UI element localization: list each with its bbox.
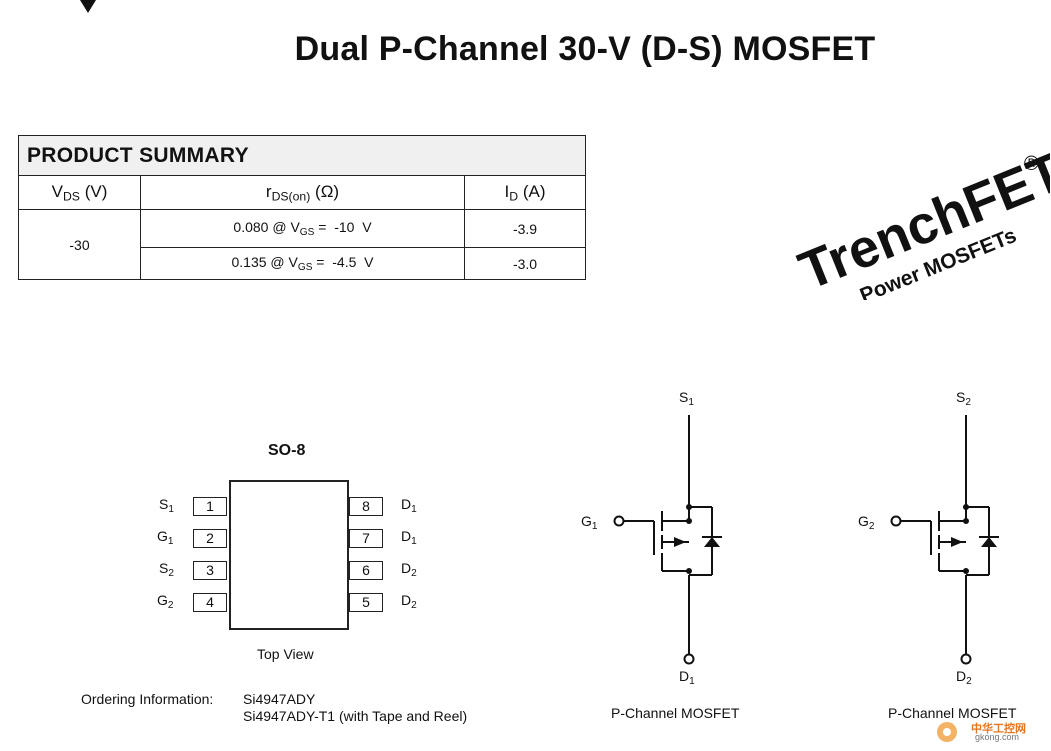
rds-value: 0.080 @ VGS = -10 V [140, 209, 465, 248]
corner-marker [80, 0, 96, 13]
mosfet-schematic [613, 415, 722, 665]
pin-5: 5 [349, 593, 383, 612]
gate-label: G2 [858, 513, 875, 533]
top-view-label: Top View [257, 646, 314, 662]
drain-label: D1 [679, 668, 695, 688]
pin-label-d1: D1 [401, 496, 417, 516]
so8-package-diagram: SO-8 1 2 3 4 8 7 6 5 S1 G1 S2 G2 D1 D1 D… [145, 440, 445, 670]
id-value: -3.0 [464, 247, 586, 280]
mosfet-symbol-1: S1 G1 D1 [578, 385, 758, 721]
watermark-logo: 中华工控网 gkong.com [925, 718, 1051, 746]
pin-7: 7 [349, 529, 383, 548]
pin-1: 1 [193, 497, 227, 516]
pin-6: 6 [349, 561, 383, 580]
trenchfet-logo: TrenchFET Power MOSFETs ® [791, 150, 1050, 300]
rds-value: 0.135 @ VGS = -4.5 V [140, 247, 465, 280]
id-value: -3.9 [464, 209, 586, 248]
source-label: S1 [679, 389, 694, 409]
pin-label-g2: G2 [157, 592, 174, 612]
gear-icon [937, 722, 957, 742]
pin-label-s2: S2 [159, 560, 174, 580]
drain-label: D2 [956, 668, 972, 688]
registered-mark: ® [1024, 153, 1039, 175]
mosfet-caption: P-Channel MOSFET [888, 705, 1017, 721]
source-label: S2 [956, 389, 971, 409]
pin-label-s1: S1 [159, 496, 174, 516]
watermark-url: gkong.com [975, 732, 1020, 742]
pin-4: 4 [193, 593, 227, 612]
pin-label-g1: G1 [157, 528, 174, 548]
header-rds: rDS(on) (Ω) [140, 175, 465, 210]
ordering-part-1: Si4947ADY [243, 691, 316, 707]
gate-label: G1 [581, 513, 598, 533]
vds-value: -30 [18, 209, 141, 280]
pin-8: 8 [349, 497, 383, 516]
watermark-text: 中华工控网 [971, 723, 1026, 735]
ordering-part-2: Si4947ADY-T1 (with Tape and Reel) [243, 708, 468, 724]
pin-2: 2 [193, 529, 227, 548]
page-title: Dual P-Channel 30-V (D-S) MOSFET [294, 30, 876, 68]
product-summary-table: PRODUCT SUMMARY VDS (V) rDS(on) (Ω) ID (… [18, 135, 586, 280]
ordering-parts: Si4947ADY Si4947ADY-T1 (with Tape and Re… [243, 691, 467, 725]
table-row: 0.135 @ VGS = -4.5 V -3.0 [19, 247, 586, 280]
table-row: -30 0.080 @ VGS = -10 V -3.9 [18, 209, 586, 280]
header-id: ID (A) [464, 175, 586, 210]
pin-label-d2: D2 [401, 592, 417, 612]
pin-label-d2: D2 [401, 560, 417, 580]
mosfet-schematic [890, 415, 999, 665]
pin-label-d1: D1 [401, 528, 417, 548]
mosfet-symbol-2: S2 G2 D2 P-Chann [855, 385, 1035, 721]
chip-body [229, 480, 349, 630]
package-name: SO-8 [268, 442, 306, 459]
pin-3: 3 [193, 561, 227, 580]
product-summary-caption: PRODUCT SUMMARY [18, 135, 586, 176]
ordering-label: Ordering Information: [81, 691, 214, 707]
header-vds: VDS (V) [18, 175, 141, 210]
mosfet-caption: P-Channel MOSFET [611, 705, 740, 721]
